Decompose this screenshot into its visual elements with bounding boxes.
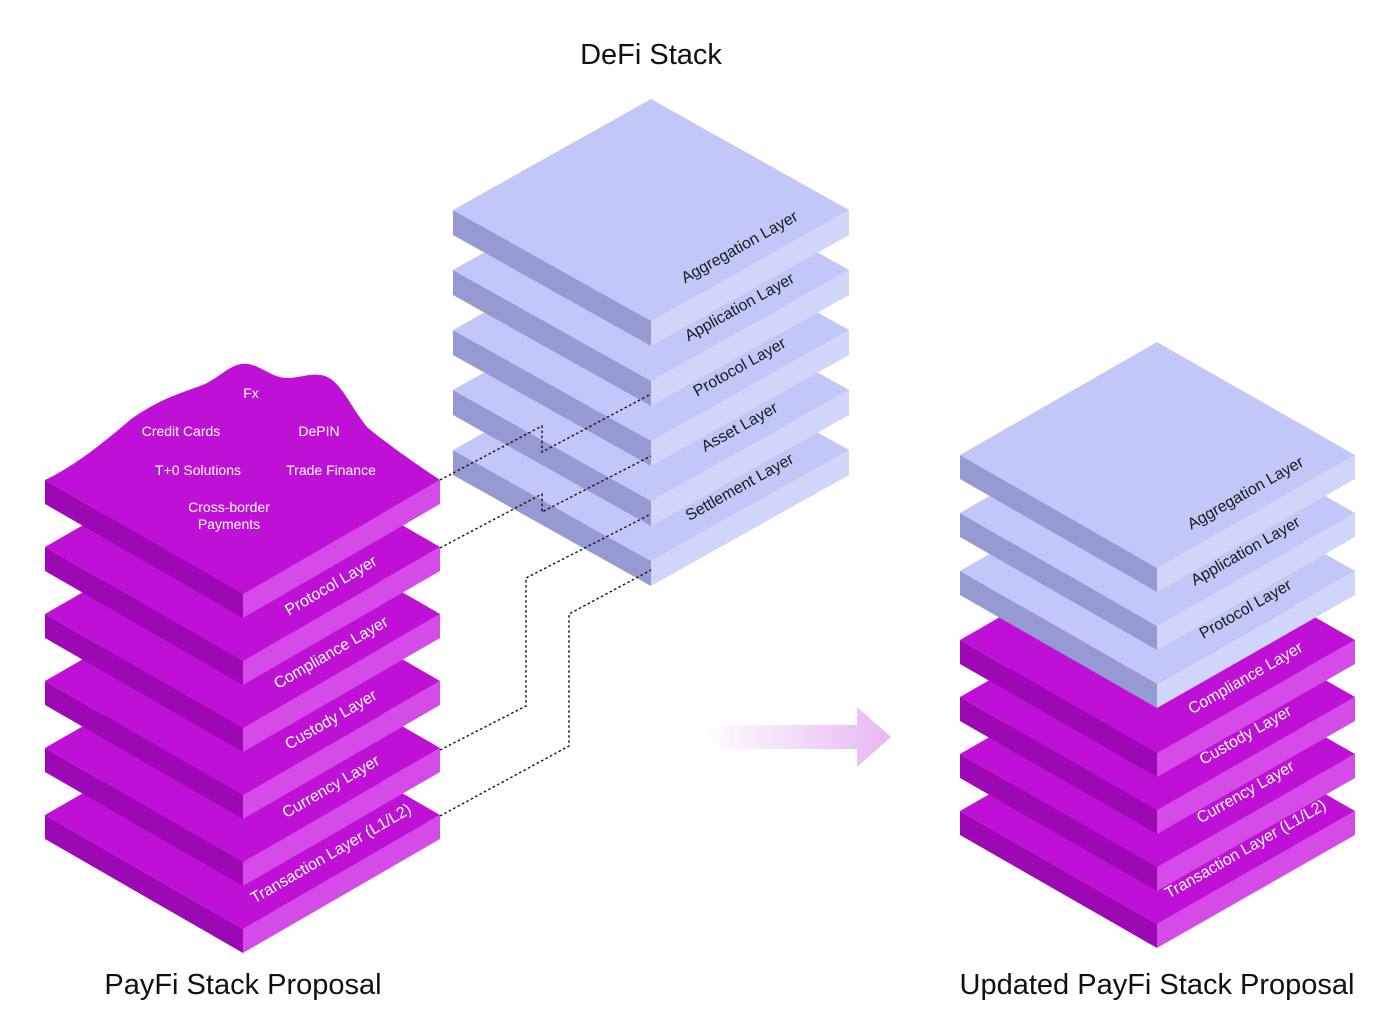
transition-arrow — [705, 707, 891, 767]
use-case-fx: Fx — [243, 385, 259, 401]
layer-left-face — [45, 815, 243, 953]
layer-left-face — [960, 513, 1157, 650]
layer-right-face — [1157, 697, 1355, 834]
updated-stack: Transaction Layer (L1/L2)Currency LayerC… — [960, 342, 1355, 948]
layer-right-face — [1157, 513, 1355, 650]
layer-right-face — [1157, 811, 1355, 948]
connector-transaction-to-settlement — [439, 569, 652, 817]
layer-left-face — [453, 390, 651, 526]
layer-right-face — [1157, 571, 1355, 708]
use-case-mountain: Fx Credit Cards DePIN T+0 Solutions Trad… — [45, 363, 440, 594]
payfi-stack-title: PayFi Stack Proposal — [104, 969, 381, 1001]
layer-right-face — [651, 450, 849, 586]
layer-left-face — [45, 614, 243, 752]
connector-currency-to-asset — [439, 513, 652, 751]
use-case-t0-solutions: T+0 Solutions — [155, 462, 241, 478]
updated-stack-title: Updated PayFi Stack Proposal — [960, 969, 1355, 1001]
use-case-cross-border-line1: Cross-border — [188, 499, 270, 515]
layer-left-face — [453, 270, 651, 406]
layer-right-face — [243, 614, 440, 752]
mountain-shape — [45, 363, 440, 594]
layer-right-face — [651, 210, 849, 346]
layer-left-face — [453, 450, 651, 586]
layer-right-face — [651, 270, 849, 406]
use-case-credit-cards: Credit Cards — [142, 423, 221, 439]
layer-left-face — [45, 480, 243, 618]
layer-right-face — [243, 681, 440, 819]
layer-left-face — [45, 748, 243, 886]
layer-left-face — [960, 754, 1157, 891]
layer-left-face — [960, 640, 1157, 777]
layer-right-face — [1157, 640, 1355, 777]
updated-layer-aggregation-layer: Aggregation Layer — [960, 342, 1355, 592]
defi-stack-title: DeFi Stack — [580, 39, 722, 71]
use-case-trade-finance: Trade Finance — [286, 462, 376, 478]
layer-left-face — [453, 330, 651, 466]
layer-top-face — [960, 342, 1355, 568]
layer-right-face — [243, 815, 440, 953]
connector-lines — [439, 393, 652, 817]
layer-right-face — [243, 748, 440, 886]
layer-right-face — [651, 330, 849, 466]
defi-layer-aggregation-layer: Aggregation Layer — [453, 99, 849, 346]
layer-right-face — [1157, 754, 1355, 891]
use-case-depin: DePIN — [298, 423, 339, 439]
use-case-cross-border-line2: Payments — [198, 516, 260, 532]
layer-right-face — [243, 480, 440, 618]
layer-right-face — [1157, 455, 1355, 592]
layer-left-face — [960, 811, 1157, 948]
layer-left-face — [960, 697, 1157, 834]
layer-left-face — [45, 681, 243, 819]
layer-left-face — [960, 571, 1157, 708]
layer-right-face — [243, 547, 440, 685]
layer-left-face — [453, 210, 651, 346]
layer-right-face — [651, 390, 849, 526]
layer-left-face — [45, 547, 243, 685]
layer-top-face — [453, 99, 849, 321]
layer-left-face — [960, 455, 1157, 592]
